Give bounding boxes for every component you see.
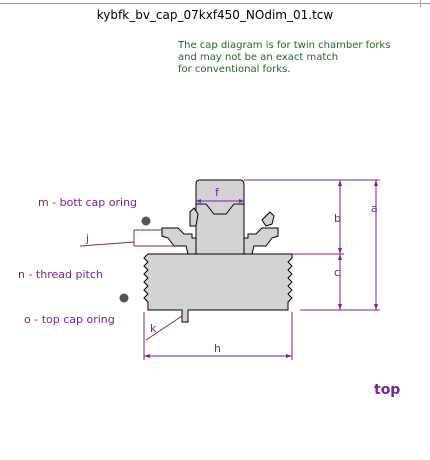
drawing-filename: kybfk_bv_cap_07kxf450_NOdim_01.tcw xyxy=(96,8,334,22)
label-n-thread-pitch: n - thread pitch xyxy=(18,268,103,281)
dim-label-a: a xyxy=(371,202,378,215)
boss-notch xyxy=(196,203,244,215)
dimension-b: b xyxy=(292,180,344,255)
dim-label-j: j xyxy=(85,232,89,245)
label-m-bott-cap-oring: m - bott cap oring xyxy=(38,196,138,209)
dimension-k: k xyxy=(145,315,183,341)
diagram-note: The cap diagram is for twin chamber fork… xyxy=(178,40,390,76)
dimension-h: h xyxy=(143,312,293,360)
dim-label-f: f xyxy=(215,186,220,199)
dim-label-h: h xyxy=(214,342,221,355)
view-label-top: top xyxy=(374,382,401,398)
top-cap-oring-marker xyxy=(119,293,129,303)
dimension-j: j xyxy=(79,229,174,247)
cap-top-boss xyxy=(195,179,245,255)
label-o-top-cap-oring: o - top cap oring xyxy=(24,313,115,326)
top-rule-tick xyxy=(420,0,421,7)
dimension-f: f xyxy=(196,186,244,203)
left-seal-hook xyxy=(189,207,199,227)
dimension-a: a xyxy=(244,179,380,311)
note-line-2: and may not be an exact match xyxy=(178,52,339,63)
note-line-3: for conventional forks. xyxy=(178,64,291,75)
left-seal-clip xyxy=(161,227,197,255)
dim-label-c: c xyxy=(334,266,340,279)
top-rule-line xyxy=(0,3,430,4)
right-seal-clip xyxy=(243,227,279,255)
note-line-1: The cap diagram is for twin chamber fork… xyxy=(178,40,391,51)
dimension-c: c xyxy=(334,254,342,310)
cap-body xyxy=(143,253,293,323)
dim-label-b: b xyxy=(334,212,341,225)
top-rule xyxy=(0,0,430,7)
right-seal-hook xyxy=(261,211,275,227)
bott-cap-oring-marker xyxy=(141,216,151,226)
dim-label-k: k xyxy=(150,322,157,335)
